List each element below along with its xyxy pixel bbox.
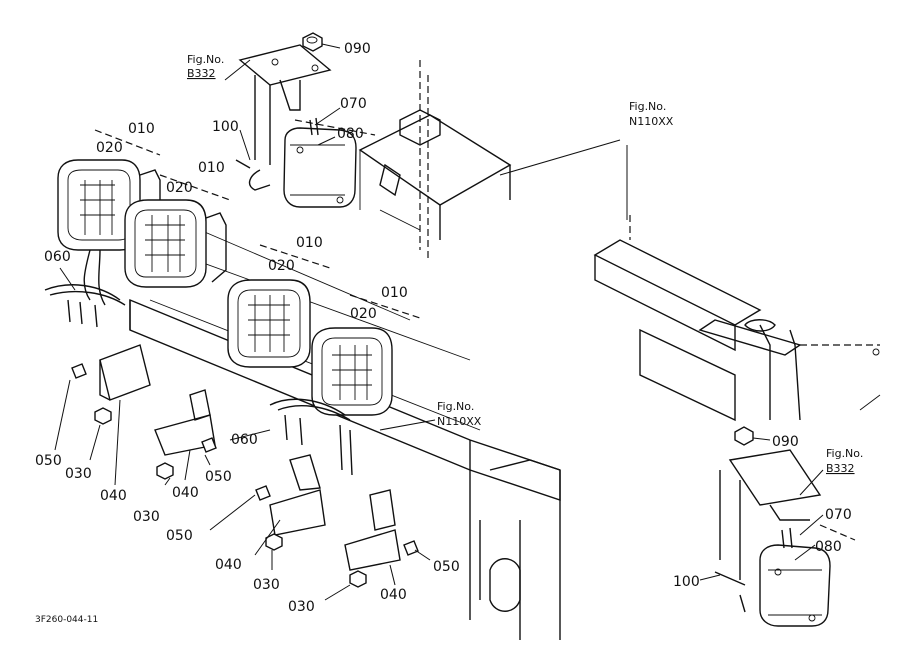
label-030-c: 030: [253, 577, 280, 593]
mounting-brackets-040: [99, 344, 401, 571]
label-050-b: 050: [205, 469, 232, 485]
fig-ref-3-line1: Fig.No.: [437, 400, 474, 413]
label-030-b: 030: [133, 509, 160, 525]
fig-ref-3-line2: N110XX: [437, 415, 482, 428]
fig-ref-2-line1: Fig.No.: [629, 100, 666, 113]
label-050-a: 050: [35, 453, 62, 469]
label-020-c: 020: [268, 258, 295, 274]
label-010-d: 010: [381, 285, 408, 301]
fig-ref-1-line2: B332: [187, 67, 216, 80]
label-060-left: 060: [44, 249, 71, 265]
leader-lines: [54, 43, 824, 601]
label-010-b: 010: [198, 160, 225, 176]
cab-frame-detail: [593, 215, 881, 422]
label-030-a: 030: [65, 466, 92, 482]
label-030-d: 030: [288, 599, 315, 615]
label-050-d: 050: [433, 559, 460, 575]
label-020-d: 020: [350, 306, 377, 322]
bottom-right-work-lamp: [714, 527, 831, 627]
label-070-top: 070: [340, 96, 367, 112]
label-020-a: 020: [96, 140, 123, 156]
fig-ref-1-line1: Fig.No.: [187, 53, 224, 66]
label-090-right: 090: [772, 434, 799, 450]
top-nut-090: [302, 32, 323, 52]
top-work-lamp: [235, 117, 357, 208]
bottom-right-bracket: [719, 449, 822, 580]
fig-ref-4-line2: B332: [826, 462, 855, 475]
label-020-b: 020: [166, 180, 193, 196]
label-080-right: 080: [815, 539, 842, 555]
label-040-b: 040: [172, 485, 199, 501]
bolts-050: [71, 363, 419, 556]
upper-rear-frame: [358, 60, 512, 260]
label-100-right: 100: [673, 574, 700, 590]
label-040-a: 040: [100, 488, 127, 504]
fig-ref-4-line1: Fig.No.: [826, 447, 863, 460]
top-mount-bracket: [238, 44, 332, 165]
group-dashed-brackets: [94, 119, 856, 541]
part-number-labels: 090 070 100 080 010 020 010 020 010 020 …: [35, 41, 852, 615]
label-060-center: 060: [231, 432, 258, 448]
work-lamp-4: [311, 327, 393, 416]
work-lamp-1: [57, 159, 161, 251]
label-010-c: 010: [296, 235, 323, 251]
work-lamp-2: [124, 199, 227, 288]
work-lamp-3: [227, 279, 311, 368]
fig-ref-2-line2: N110XX: [629, 115, 674, 128]
figure-references: Fig.No. B332 Fig.No. N110XX Fig.No. N110…: [187, 53, 863, 475]
bottom-right-nut-090: [734, 426, 754, 446]
label-040-c: 040: [215, 557, 242, 573]
label-050-c: 050: [166, 528, 193, 544]
label-010-a: 010: [128, 121, 155, 137]
label-070-right: 070: [825, 507, 852, 523]
label-100-top: 100: [212, 119, 239, 135]
label-080-top: 080: [337, 126, 364, 142]
label-040-d: 040: [380, 587, 407, 603]
nuts-030: [94, 407, 367, 588]
wiring-harness-060: [44, 249, 353, 476]
footer-drawing-code: 3F260-044-11: [35, 615, 98, 625]
label-090-top: 090: [344, 41, 371, 57]
